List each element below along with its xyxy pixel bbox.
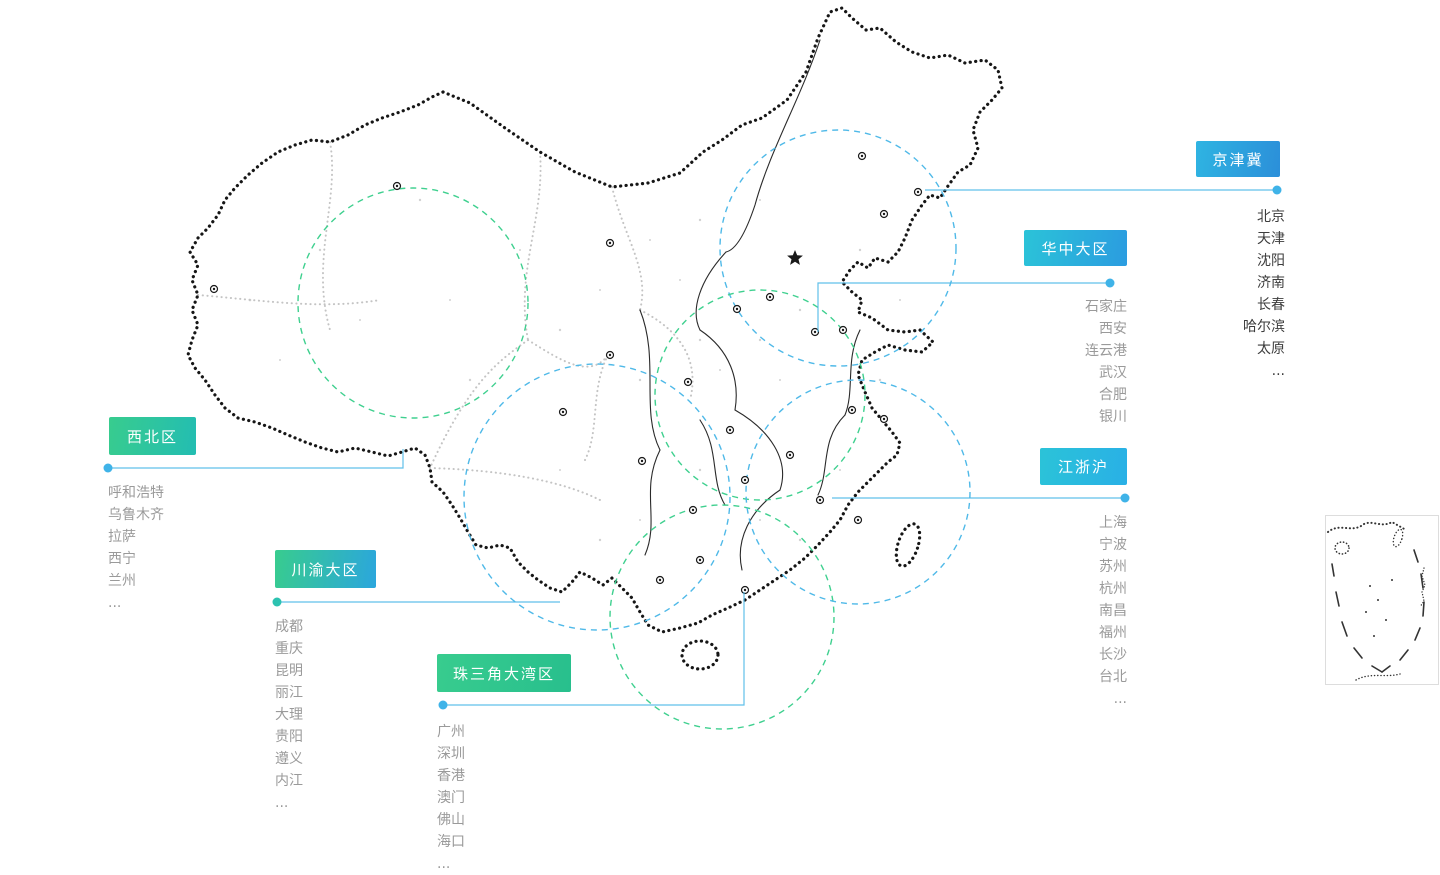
city-marker-icon (558, 407, 568, 417)
city-marker-icon (765, 292, 775, 302)
city-marker-icon (740, 475, 750, 485)
province-borders-dark (639, 39, 861, 571)
leader-dots (103, 185, 1282, 710)
city-marker-icon (732, 304, 742, 314)
city-marker-icon (853, 515, 863, 525)
region-badge-jingjinji[interactable]: 京津冀 (1196, 141, 1280, 177)
city-marker-icon (838, 325, 848, 335)
city-marker-icon (392, 181, 402, 191)
capital-star-icon (787, 250, 803, 265)
region-cities-jingjinji: 北京 天津 沈阳 济南 长春 哈尔滨 太原 ... (1243, 209, 1285, 379)
city-marker-icon (209, 284, 219, 294)
city-marker-icon (857, 151, 867, 161)
inset-islands (1365, 579, 1393, 637)
region-circle-xibei (297, 187, 529, 419)
city-marker-icon (605, 350, 615, 360)
region-cities-dawanqu: 广州 深圳 香港 澳门 佛山 海口 ... (437, 724, 465, 872)
city-marker-icon (879, 209, 889, 219)
region-badge-chuanyu[interactable]: 川渝大区 (275, 550, 376, 588)
region-badge-huazhong[interactable]: 华中大区 (1024, 230, 1127, 266)
city-marker-icon (725, 425, 735, 435)
inset-borneo (1355, 673, 1401, 681)
leader-dot-huazhong (1105, 278, 1115, 288)
region-badge-dawanqu[interactable]: 珠三角大湾区 (437, 654, 571, 692)
south-china-sea-inset (1325, 515, 1439, 685)
leader-line-xibei (108, 449, 404, 469)
region-circle-jiangzhehu (745, 379, 971, 605)
city-marker-icon (913, 187, 923, 197)
region-badge-xibei[interactable]: 西北区 (109, 417, 196, 455)
region-cities-chuanyu: 成都 重庆 昆明 丽江 大理 贵阳 遵义 内江 ... (275, 619, 303, 811)
inset-coastline (1327, 520, 1407, 533)
city-marker-icon (695, 555, 705, 565)
city-marker-icon (637, 456, 647, 466)
south-china-sea-inset-map (1327, 520, 1426, 681)
taiwan-island (894, 522, 922, 568)
city-marker-icon (683, 377, 693, 387)
leader-line-dawanqu (443, 592, 745, 706)
china-map-outline (186, 6, 1004, 671)
inset-hainan-island (1334, 541, 1350, 555)
hainan-island (680, 639, 720, 671)
inset-taiwan-island (1392, 528, 1404, 548)
leader-lines (108, 189, 1277, 706)
city-markers (209, 151, 923, 595)
city-marker-icon (688, 505, 698, 515)
leader-dot-chuanyu (272, 597, 282, 607)
leader-line-huazhong (817, 282, 1110, 332)
inset-nine-dash-line (1331, 549, 1425, 673)
leader-dot-jingjinji (1272, 185, 1282, 195)
inset-philippines (1419, 567, 1426, 608)
city-marker-icon (785, 450, 795, 460)
terrain-speckles (248, 198, 901, 542)
city-marker-icon (879, 414, 889, 424)
city-marker-icon (847, 405, 857, 415)
region-circle-chuanyu (463, 363, 731, 631)
leader-dot-dawanqu (438, 700, 448, 710)
city-marker-icon (655, 575, 665, 585)
region-circle-jingjinji (719, 129, 957, 367)
leader-dot-xibei (103, 463, 113, 473)
region-badge-jiangzhehu[interactable]: 江浙沪 (1040, 448, 1127, 485)
city-marker-icon (815, 495, 825, 505)
region-circle-huazhong (654, 289, 866, 501)
city-marker-icon (605, 238, 615, 248)
region-cities-xibei: 呼和浩特 乌鲁木齐 拉萨 西宁 兰州 ... (108, 485, 164, 611)
region-circle-dawanqu (609, 504, 835, 730)
region-cities-jiangzhehu: 上海 宁波 苏州 杭州 南昌 福州 长沙 台北 ... (1099, 515, 1127, 707)
region-circles (297, 129, 971, 730)
region-cities-huazhong: 石家庄 西安 连云港 武汉 合肥 银川 (1085, 299, 1127, 425)
leader-dot-jiangzhehu (1120, 493, 1130, 503)
province-borders-light (197, 141, 694, 501)
city-marker-icon (740, 585, 750, 595)
